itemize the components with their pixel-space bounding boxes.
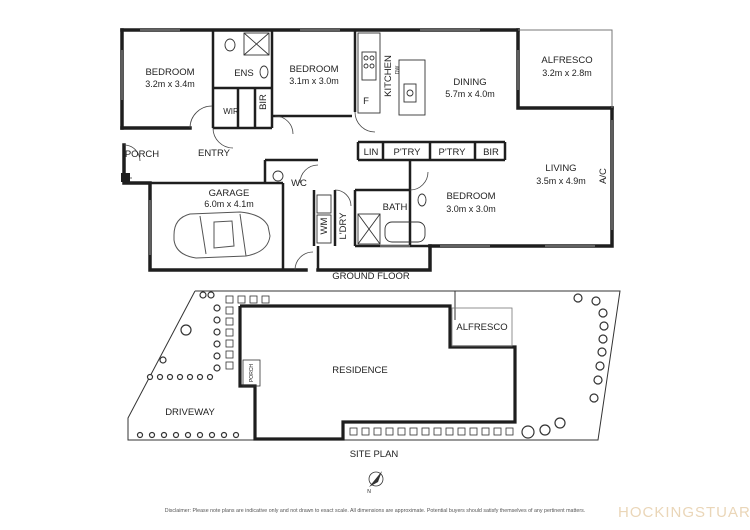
alfresco-name: ALFRESCO [541, 55, 592, 66]
living-dims: 3.5m x 4.9m [536, 176, 586, 186]
bedroom2-dims: 3.1m x 3.0m [289, 76, 339, 86]
fridge-label: F [363, 96, 369, 107]
living-name: LIVING [545, 163, 576, 174]
fixtures [224, 32, 427, 245]
garden-shrubs [136, 291, 609, 439]
interior-walls [150, 30, 507, 270]
alfresco-site-box [451, 307, 513, 347]
bedroom3-name: BEDROOM [446, 191, 495, 202]
site-boundary [127, 290, 621, 441]
wm-label: WM [319, 217, 330, 234]
dw-label: DW [395, 66, 401, 75]
bir2-label: BIR [483, 147, 499, 158]
bedroom1-dims: 3.2m x 3.4m [145, 79, 195, 89]
kitchen-label: KITCHEN [383, 55, 394, 97]
alfresco-dims: 3.2m x 2.8m [542, 68, 592, 78]
ldry-label: L'DRY [338, 212, 349, 240]
porch-post [121, 173, 130, 182]
porch-site-box [242, 359, 261, 387]
north-label: N [367, 489, 371, 495]
ac-label: A/C [598, 168, 609, 184]
alfresco-outline [518, 29, 613, 108]
bedroom3-dims: 3.0m x 3.0m [446, 204, 496, 214]
ptry2-label: P'TRY [439, 147, 467, 158]
bath-label: BATH [383, 202, 408, 213]
dining-name: DINING [453, 77, 486, 88]
agency-watermark: HOCKINGSTUART [618, 504, 750, 521]
car-icon [173, 211, 271, 259]
site-plan: RESIDENCE ALFRESCO DRIVEWAY PORCH SITE P… [127, 290, 621, 495]
ground-floor-title: GROUND FLOOR [332, 271, 410, 282]
garage-name: GARAGE [209, 188, 250, 199]
ptry1-label: P'TRY [394, 147, 422, 158]
bedroom1-name: BEDROOM [145, 67, 194, 78]
disclaimer-text: Disclaimer: Please note plans are indica… [164, 508, 586, 514]
lin-label: LIN [364, 147, 379, 158]
ens-label: ENS [234, 68, 254, 79]
residence-label: RESIDENCE [332, 365, 387, 376]
windows [121, 29, 613, 255]
dining-dims: 5.7m x 4.0m [445, 89, 495, 99]
entry-label: ENTRY [198, 148, 231, 159]
ground-floor-plan: BEDROOM 3.2m x 3.4m BEDROOM 3.1m x 3.0m … [120, 28, 614, 282]
bir-label: BIR [258, 94, 269, 110]
wir-label: WIR [223, 107, 239, 116]
garage-dims: 6.0m x 4.1m [204, 199, 254, 209]
site-plan-title: SITE PLAN [350, 449, 399, 460]
bedroom2-name: BEDROOM [289, 64, 338, 75]
pavers [225, 295, 514, 436]
porch-label: PORCH [125, 149, 159, 160]
alfresco-site-label: ALFRESCO [456, 322, 507, 333]
driveway-label: DRIVEWAY [165, 407, 215, 418]
wc-label: WC [291, 178, 307, 189]
north-arrow-icon: N [367, 471, 384, 495]
porch-site-label: PORCH [249, 364, 255, 382]
